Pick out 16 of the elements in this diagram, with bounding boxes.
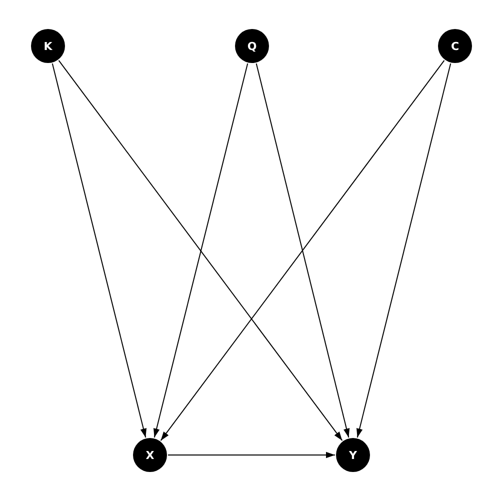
- node-circle: [336, 438, 370, 472]
- arrow: [168, 452, 336, 458]
- node-label: K: [44, 40, 52, 52]
- node-label: C: [450, 40, 460, 52]
- node-circle: [133, 438, 167, 472]
- arrow: [58, 60, 343, 442]
- node-label: Q: [247, 40, 257, 52]
- node-label: X: [146, 450, 154, 460]
- node-circle: [31, 29, 65, 63]
- arrow: [256, 62, 350, 438]
- node-circle: [438, 29, 472, 63]
- arrow: [356, 62, 452, 438]
- arrow: [52, 62, 147, 438]
- node-label: Y: [349, 450, 357, 460]
- node-circle: [235, 29, 269, 63]
- arrow: [153, 62, 248, 438]
